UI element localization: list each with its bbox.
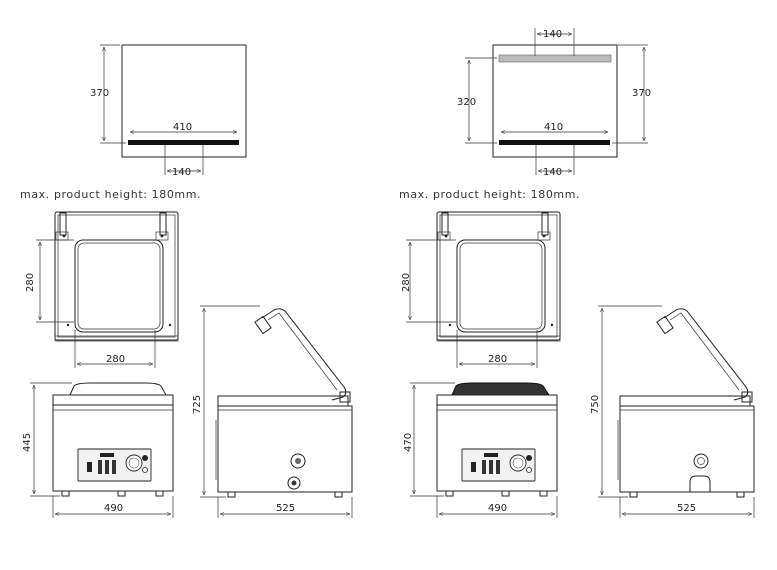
right-front-width-label: 490 (488, 503, 507, 514)
left-top-height-label: 370 (90, 88, 109, 99)
left-top-view: 370 410 140 (90, 44, 247, 178)
right-plan-width-label: 280 (488, 354, 507, 365)
right-upper-seal-bar (498, 54, 612, 63)
left-plan-view: 280 280 (25, 211, 179, 368)
right-side-view: 750 525 (590, 305, 755, 518)
left-top-spacing-label: 140 (172, 167, 191, 178)
right-top-view: 140 320 370 410 140 (457, 28, 651, 178)
right-top-inner-height-label: 320 (457, 97, 476, 108)
right-front-height-label: 470 (403, 433, 414, 452)
right-top-spacing-label: 140 (543, 167, 562, 178)
left-plan-width-label: 280 (106, 354, 125, 365)
right-top-upper-spacing-label: 140 (543, 29, 562, 40)
left-top-width-label: 410 (173, 122, 192, 133)
right-plan-height-label: 280 (401, 273, 412, 292)
right-top-width-label: 410 (544, 122, 563, 133)
right-top-height-label: 370 (632, 88, 651, 99)
right-front-view: 470 490 (403, 382, 558, 518)
right-side-width-label: 525 (677, 503, 696, 514)
left-max-height-note: max. product height: 180mm. (20, 188, 201, 201)
left-plan-height-label: 280 (25, 273, 36, 292)
right-seal-bar (499, 140, 610, 145)
left-seal-bar (128, 140, 239, 145)
left-front-width-label: 490 (104, 503, 123, 514)
right-max-height-note: max. product height: 180mm. (399, 188, 580, 201)
left-side-height-label: 725 (192, 395, 203, 414)
left-front-height-label: 445 (22, 433, 33, 452)
left-side-width-label: 525 (276, 503, 295, 514)
right-plan-view: 280 280 (401, 211, 561, 368)
right-side-height-label: 750 (590, 395, 601, 414)
left-front-view: 445 490 (22, 382, 174, 518)
left-side-view: 725 525 (192, 305, 353, 518)
